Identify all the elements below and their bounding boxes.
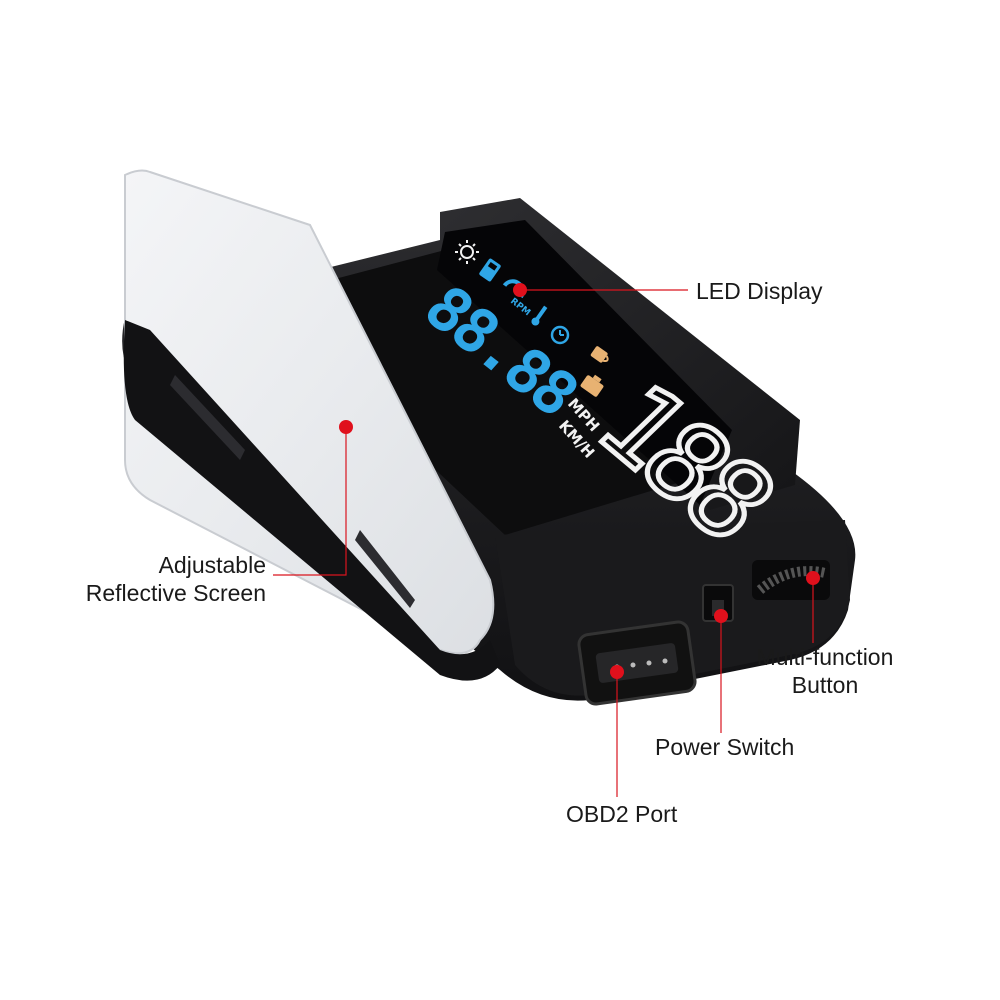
base-slot (170, 375, 245, 460)
led-display-dot (513, 283, 527, 297)
button-dot (806, 571, 820, 585)
fuel-icon (479, 258, 501, 282)
led-display-label: LED Display (696, 278, 823, 304)
lcd-panel (437, 220, 732, 505)
screen-leader (273, 427, 347, 576)
screen-label-line1: Adjustable (158, 552, 266, 578)
button-label-line1: Multi-function (756, 644, 894, 670)
button-label-line2: Button (791, 672, 859, 698)
multi-function-wheel (752, 560, 830, 600)
screen-label-line2: Reflective Screen (85, 580, 266, 606)
reflective-screen (124, 169, 495, 655)
power-dot (714, 609, 728, 623)
obd2-dot (610, 665, 624, 679)
screen-edge (123, 320, 500, 681)
thermometer-icon (531, 305, 548, 326)
felt-tray (255, 250, 720, 535)
coffee-cup-icon (590, 346, 609, 363)
sun-icon (455, 240, 479, 264)
base-slot (355, 530, 415, 608)
screen-dot (339, 420, 353, 434)
clock-icon (550, 325, 570, 345)
power-switch-label: Power Switch (655, 734, 795, 760)
obd2-port (577, 620, 697, 706)
obd2-port-label: OBD2 Port (566, 801, 678, 827)
engine-icon (580, 374, 604, 397)
